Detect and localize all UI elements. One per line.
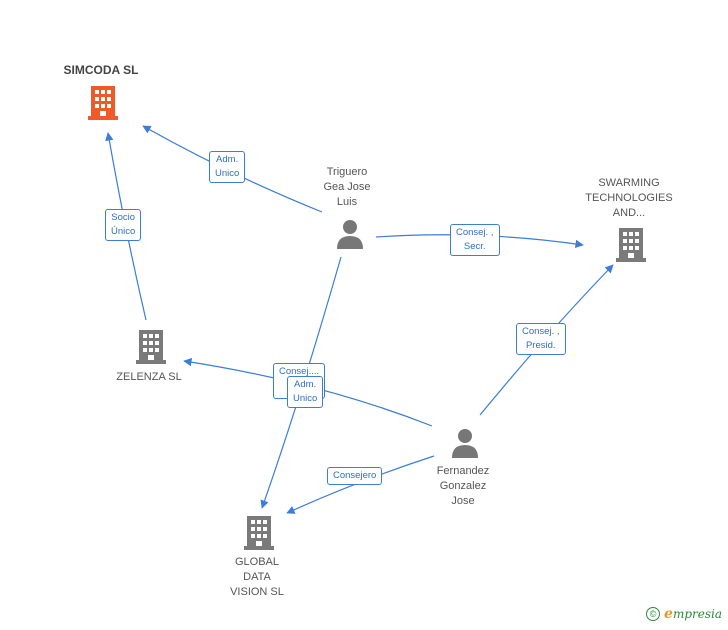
person-icon[interactable] (336, 219, 364, 249)
node-label-swarming[interactable]: SWARMING TECHNOLOGIES AND... (585, 177, 673, 219)
node-label-triguero[interactable]: Triguero Gea Jose Luis (323, 166, 371, 208)
edge-label-adm-simcoda[interactable]: Adm. Unico (209, 151, 246, 183)
node-label-global[interactable]: GLOBAL DATA VISION SL (230, 556, 284, 598)
building-icon[interactable] (616, 226, 646, 262)
building-icon[interactable] (136, 328, 166, 364)
edge-label-consej-secr[interactable]: Consej. , Secr. (450, 224, 500, 256)
node-label-zelenza[interactable]: ZELENZA SL (116, 371, 182, 383)
copyright-icon: © (646, 607, 661, 621)
brand-e: e (664, 606, 673, 622)
brand-logo: © empresia (646, 606, 722, 622)
building-icon[interactable] (88, 84, 118, 120)
edge-label-consej-presid[interactable]: Consej. , Presid. (516, 323, 566, 355)
node-label-simcoda[interactable]: SIMCODA SL (63, 63, 139, 77)
person-icon[interactable] (451, 428, 479, 458)
edge-label-consejero[interactable]: Consejero (327, 467, 383, 485)
brand-rest: mpresia (672, 607, 722, 621)
building-icon[interactable] (244, 514, 274, 550)
node-label-fernandez[interactable]: Fernandez Gonzalez Jose (436, 465, 490, 507)
edge-label-socio-unico[interactable]: Socio Único (105, 209, 142, 241)
edge-label-adm-global[interactable]: Adm. Unico (287, 376, 324, 408)
